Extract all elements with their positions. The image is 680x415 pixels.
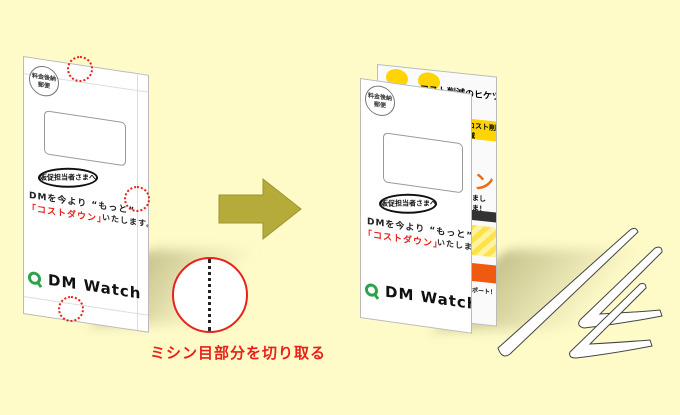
back-big-text: ン (474, 169, 494, 196)
dm-watch-logo: DM Watch (365, 280, 472, 314)
logo-q-icon (365, 282, 378, 298)
caption: ミシン目部分を切り取る (150, 344, 327, 362)
speech-bubble: 販促担当者さまへ (379, 193, 437, 214)
dm-watch-logo: DM Watch (28, 268, 141, 303)
folded-front-panel: 料金後納郵便 販促担当者さまへ DMを今より “もっと” 「コストダウン」 いた… (360, 78, 472, 334)
cut-strip (497, 227, 639, 357)
speech-bubble: 販促担当者さまへ (38, 167, 98, 188)
right-arrow-icon (218, 177, 302, 241)
perforation-dots (208, 259, 211, 331)
address-window (44, 110, 126, 167)
headline-rest: いたします。 (102, 212, 149, 230)
perforation-closeup (172, 257, 248, 333)
logo-q-icon (28, 270, 41, 286)
perforation-marker-side (124, 186, 150, 212)
address-window (383, 132, 463, 194)
cut-strip (578, 246, 663, 329)
cut-strip (569, 283, 653, 359)
postage-stamp: 料金後納郵便 (29, 63, 59, 99)
cut-strips (497, 227, 663, 359)
perforation-marker-top (67, 56, 93, 82)
perforation-marker-bottom (58, 296, 84, 322)
postage-stamp: 料金後納郵便 (365, 83, 395, 118)
